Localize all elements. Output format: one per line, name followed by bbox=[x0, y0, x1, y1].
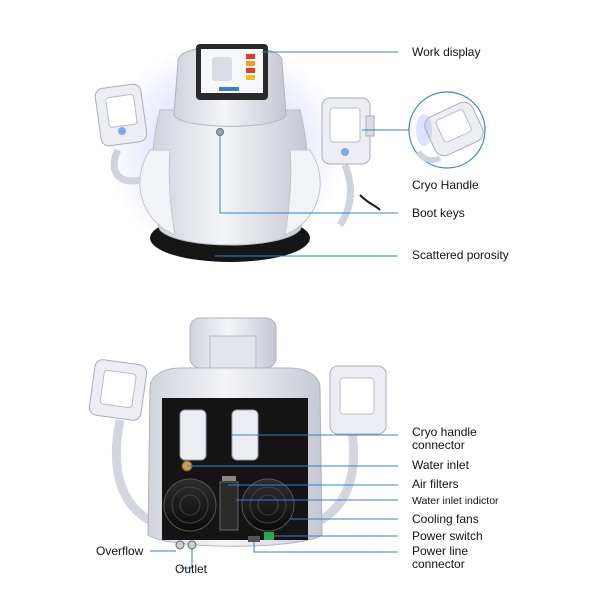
back-left-handle bbox=[88, 359, 148, 421]
outlet-port bbox=[187, 540, 197, 550]
label-cryo-handle-connector: Cryo handle connector bbox=[412, 425, 477, 452]
label-overflow: Overflow bbox=[96, 544, 144, 558]
label-water-inlet: Water inlet bbox=[412, 458, 469, 472]
label-water-inlet-indicator: Water inlet indictor bbox=[412, 495, 499, 507]
water-inlet-indicator-light bbox=[222, 476, 236, 481]
front-body bbox=[151, 109, 309, 246]
air-filter bbox=[219, 481, 239, 531]
back-right-handle bbox=[329, 365, 387, 435]
label-work-display: Work display bbox=[412, 45, 481, 59]
label-power-switch: Power switch bbox=[412, 529, 483, 543]
label-outlet: Outlet bbox=[175, 562, 208, 576]
back-leader-lines bbox=[150, 434, 398, 569]
label-cooling-fans: Cooling fans bbox=[412, 512, 479, 526]
leader-power-line-connector bbox=[253, 542, 398, 553]
label-air-filters: Air filters bbox=[412, 477, 459, 491]
label-scattered-porosity: Scattered porosity bbox=[412, 248, 509, 262]
power-line-connector bbox=[248, 536, 260, 542]
back-machine bbox=[88, 317, 387, 550]
leader-outlet bbox=[180, 549, 193, 569]
boot-key bbox=[216, 128, 224, 136]
power-switch bbox=[264, 532, 274, 540]
label-power-line-connector: Power line connector bbox=[412, 544, 469, 571]
right-cryo-handle bbox=[321, 97, 381, 227]
left-cryo-handle bbox=[94, 83, 148, 185]
label-cryo-handle: Cryo Handle bbox=[412, 178, 479, 192]
overflow-port bbox=[175, 540, 185, 550]
front-machine bbox=[94, 40, 486, 262]
label-boot-keys: Boot keys bbox=[412, 206, 465, 220]
cooling-fans bbox=[163, 478, 295, 532]
front-leader-lines bbox=[215, 51, 409, 257]
cryo-handle-zoom bbox=[408, 91, 486, 169]
leader-boot-keys bbox=[219, 136, 398, 214]
